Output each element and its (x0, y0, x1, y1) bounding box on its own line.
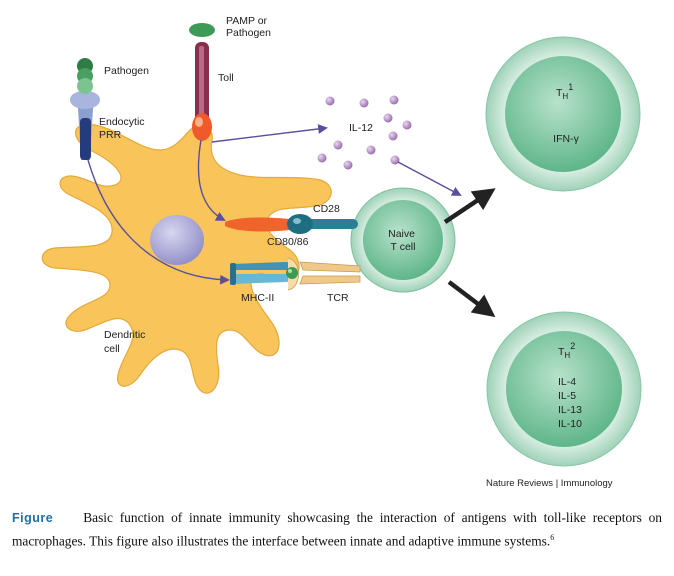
arrow-to-th1 (443, 188, 496, 224)
arrow-toll-to-cd80 (197, 139, 226, 221)
tcr (287, 257, 361, 291)
label-th1: TH1 (556, 82, 573, 101)
th2-cell (486, 311, 642, 467)
credit-text: Nature Reviews | Immunology (486, 478, 613, 489)
label-cd80-86: CD80/86 (267, 236, 309, 248)
label-endocytic-prr: Endocytic PRR (99, 116, 147, 141)
caption-text: Basic function of innate immunity showca… (12, 510, 662, 549)
nucleus (150, 215, 204, 265)
label-mhc-ii: MHC-II (241, 292, 274, 304)
arrow-il12-to-th1 (397, 161, 462, 196)
label-dendritic-cell: Dendritic cell (104, 329, 148, 355)
endocytic-prr (70, 91, 100, 160)
caption-ref: 6 (550, 533, 555, 542)
label-ifn-gamma: IFN-γ (553, 133, 579, 145)
label-toll: Toll (218, 72, 234, 84)
label-pathogen: Pathogen (104, 65, 149, 77)
label-pamp: PAMP or Pathogen (226, 15, 271, 39)
label-th2: TH2 (558, 341, 575, 360)
cd80-86 (225, 217, 290, 232)
toll-receptor (192, 42, 212, 141)
mhc-ii (230, 262, 292, 285)
label-il12: IL-12 (349, 122, 373, 134)
label-tcr: TCR (327, 292, 349, 304)
label-cd28: CD28 (313, 203, 340, 215)
pathogen-endocytic (77, 58, 93, 94)
cd28 (287, 214, 358, 234)
label-naive-t-cell: Naive T cell (388, 228, 418, 253)
arrow-prr-to-mhc (87, 159, 230, 285)
th1-cell (485, 36, 641, 192)
arrow-to-th2 (447, 280, 496, 318)
caption-label: Figure (12, 511, 54, 525)
innate-immunity-diagram: PAMP or Pathogen Toll Pathogen Endocytic… (41, 15, 642, 489)
pamp-pathogen (189, 23, 215, 37)
naive-t-cell (350, 187, 456, 293)
il12-cytokines (317, 95, 412, 170)
label-th2-cytokines: IL-4 IL-5 IL-13 IL-10 (558, 376, 585, 430)
peptide-antigen (286, 267, 298, 279)
arrow-toll-to-il12 (211, 124, 328, 143)
